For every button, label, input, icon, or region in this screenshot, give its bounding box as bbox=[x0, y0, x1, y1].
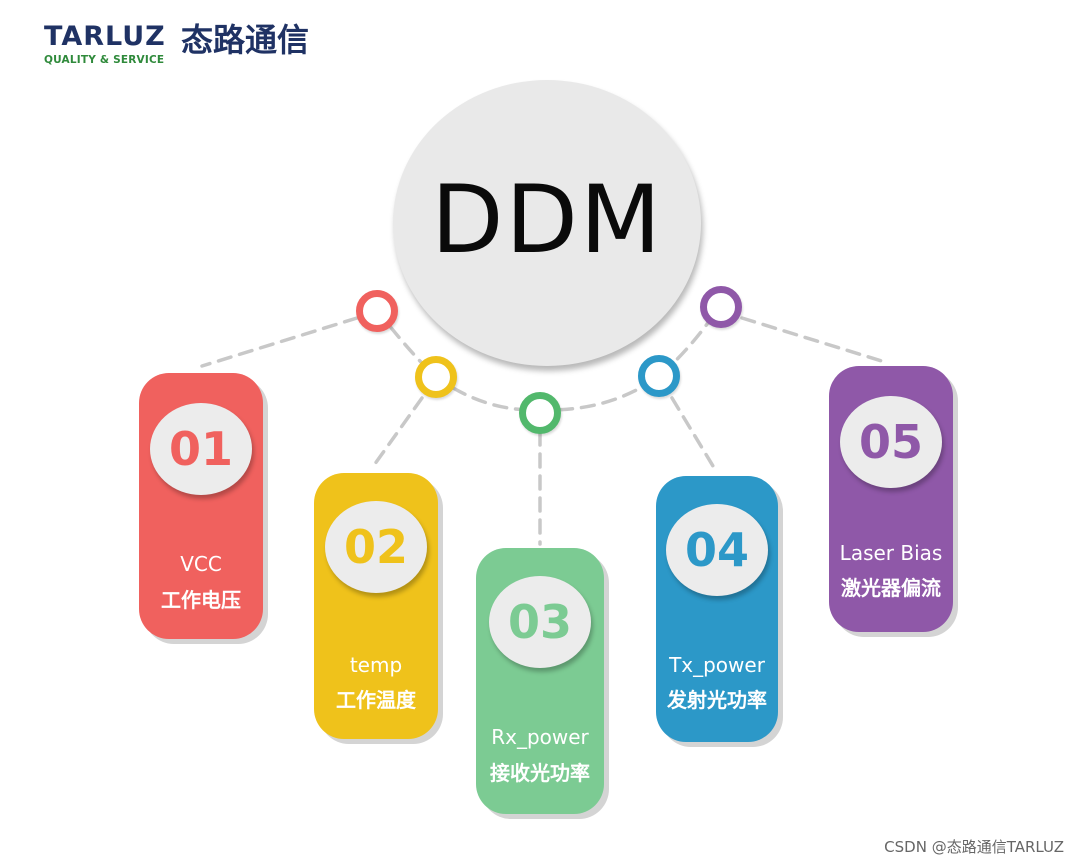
card-number: 04 bbox=[684, 523, 749, 577]
card-tx-power: 04 Tx_power 发射光功率 bbox=[656, 476, 778, 742]
card-number: 03 bbox=[507, 595, 572, 649]
number-badge: 04 bbox=[666, 504, 768, 596]
brand-logo: TARLUZ 态路通信 QUALITY & SERVICE bbox=[44, 22, 344, 70]
card-temp: 02 temp 工作温度 bbox=[314, 473, 438, 739]
card-title: Laser Bias bbox=[839, 541, 943, 565]
connector-line-04 bbox=[670, 396, 718, 473]
card-rx-power: 03 Rx_power 接收光功率 bbox=[476, 548, 604, 814]
card-number: 01 bbox=[168, 422, 233, 476]
card-title: Tx_power bbox=[669, 653, 765, 677]
connector-line-05 bbox=[740, 316, 887, 364]
ring-node-04 bbox=[638, 355, 680, 397]
number-badge: 05 bbox=[840, 396, 942, 488]
card-title: VCC bbox=[180, 552, 222, 576]
logo-chinese-name: 态路通信 bbox=[181, 21, 310, 59]
card-number: 02 bbox=[343, 520, 408, 574]
logo-tagline: QUALITY & SERVICE bbox=[44, 54, 165, 66]
number-badge: 01 bbox=[150, 403, 252, 495]
connector-line-01 bbox=[200, 316, 359, 368]
ring-node-03 bbox=[519, 392, 561, 434]
logo-name: TARLUZ bbox=[44, 21, 166, 52]
ring-node-05 bbox=[700, 286, 742, 328]
csdn-watermark: CSDN @态路通信TARLUZ bbox=[884, 838, 1064, 856]
ring-node-01 bbox=[356, 290, 398, 332]
card-subtitle: 工作温度 bbox=[336, 688, 416, 712]
hub-label: DDM bbox=[431, 165, 663, 275]
card-laser-bias: 05 Laser Bias 激光器偏流 bbox=[829, 366, 953, 632]
ddm-hub-circle: DDM bbox=[393, 80, 701, 366]
number-badge: 03 bbox=[489, 576, 591, 668]
card-number: 05 bbox=[858, 415, 923, 469]
card-subtitle: 工作电压 bbox=[161, 588, 241, 612]
card-title: temp bbox=[349, 653, 403, 677]
card-subtitle: 发射光功率 bbox=[667, 688, 767, 712]
card-title: Rx_power bbox=[491, 725, 589, 749]
card-vcc: 01 VCC 工作电压 bbox=[139, 373, 263, 639]
card-subtitle: 接收光功率 bbox=[490, 761, 590, 785]
ring-node-02 bbox=[415, 356, 457, 398]
card-subtitle: 激光器偏流 bbox=[841, 576, 941, 600]
connector-line-02 bbox=[370, 396, 424, 470]
number-badge: 02 bbox=[325, 501, 427, 593]
